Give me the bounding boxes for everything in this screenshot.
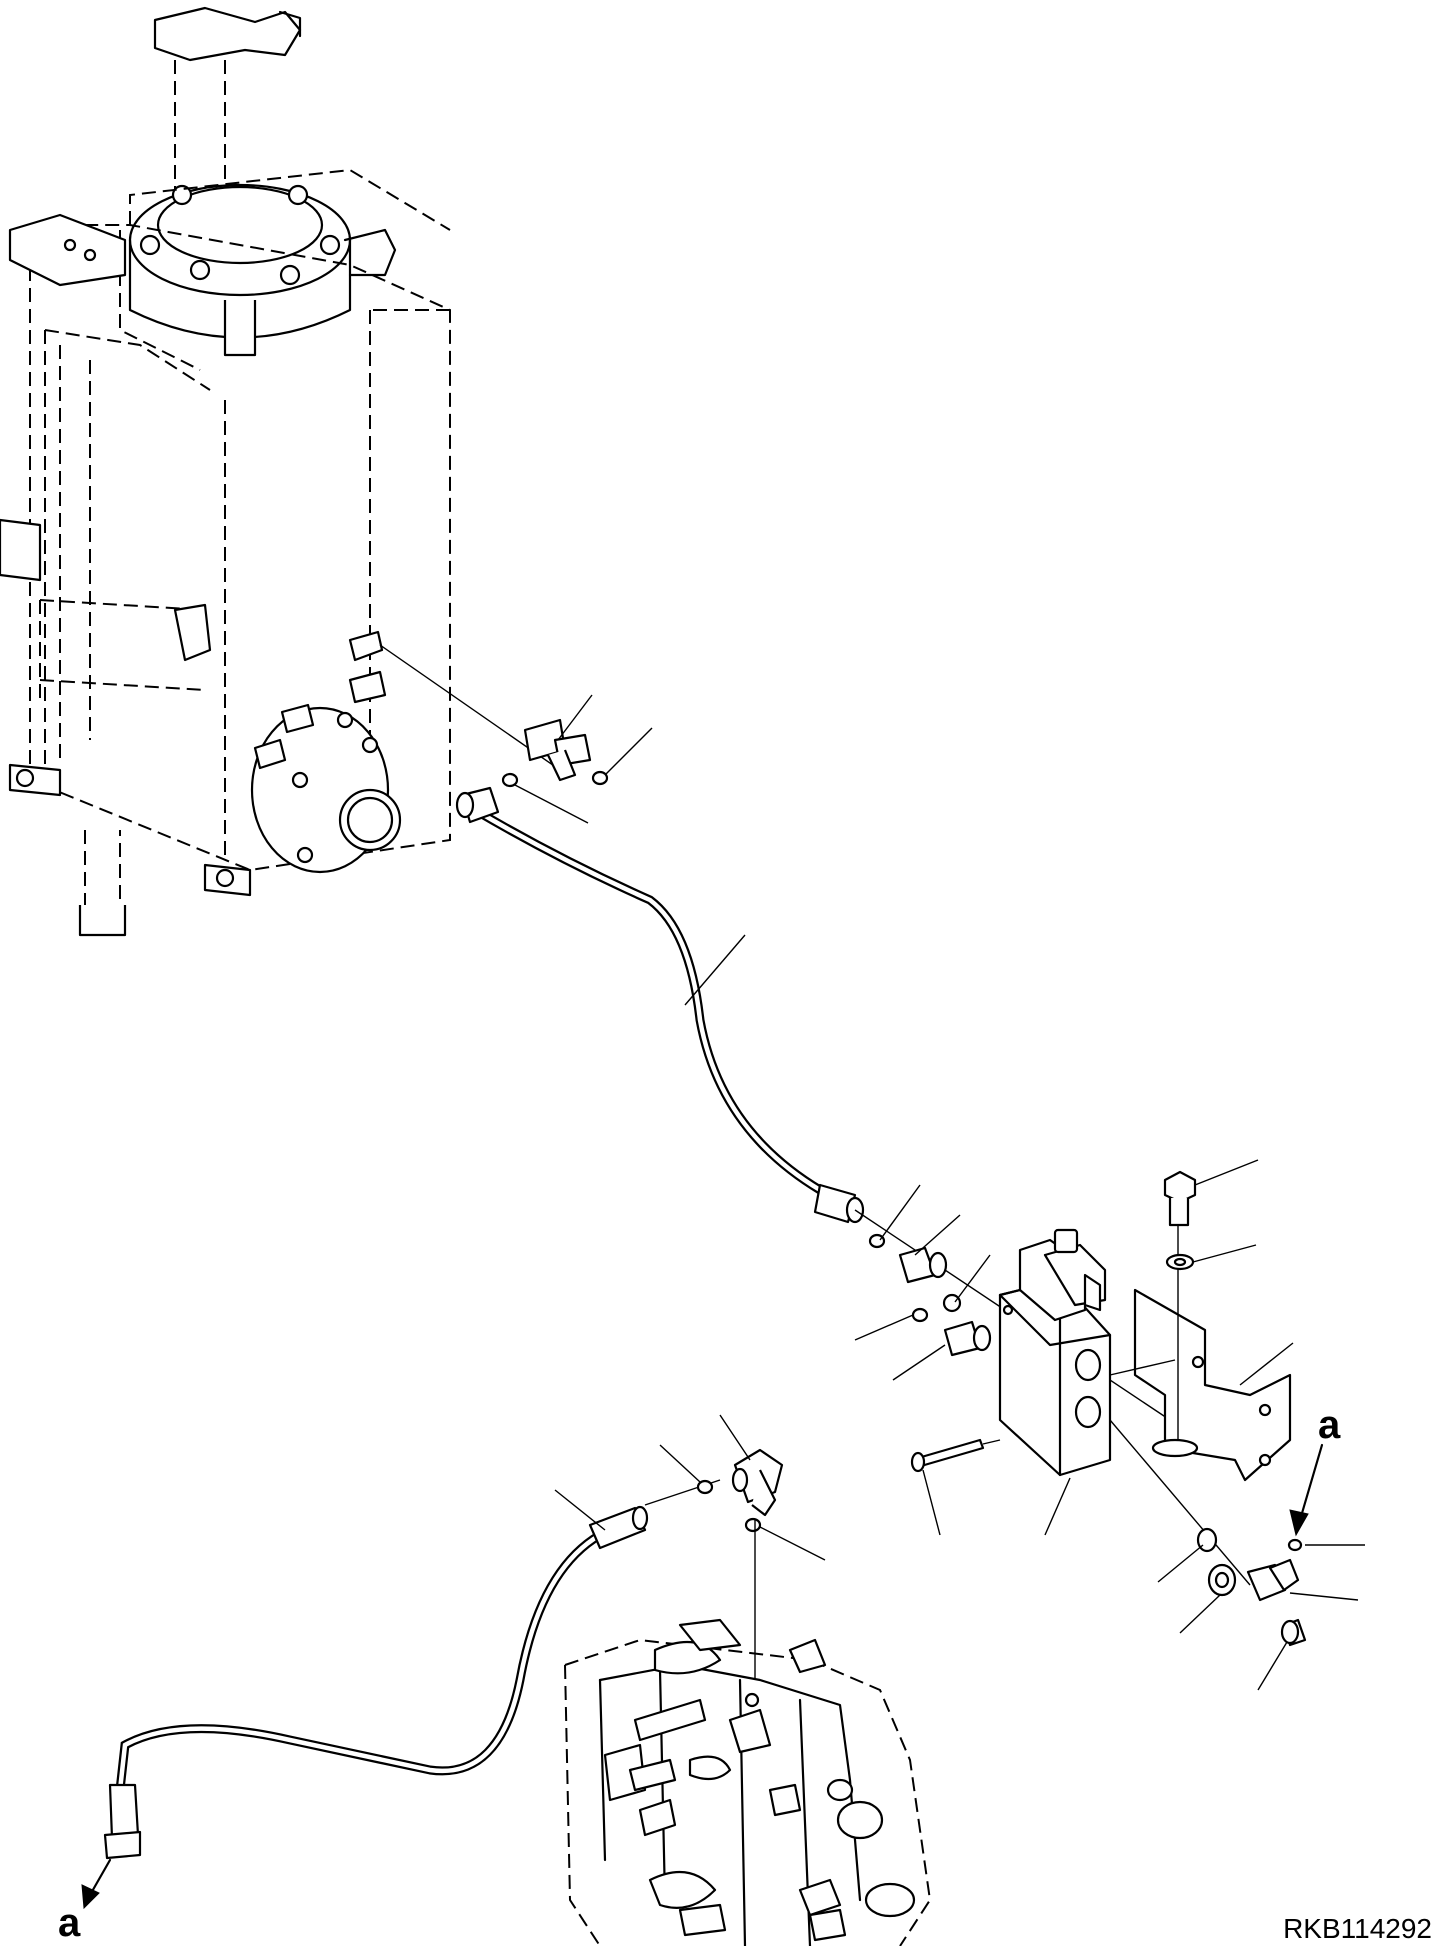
drawing-code: RKB114292 <box>1283 1913 1432 1944</box>
solenoid-valve <box>910 1228 1112 1477</box>
valve-bracket <box>1109 1170 1292 1482</box>
control-valve-assembly <box>564 1618 932 1946</box>
valve-fittings <box>854 1209 1201 1441</box>
connection-label-a-lower: a <box>58 1901 81 1945</box>
connection-label-a-upper: a <box>1318 1403 1341 1447</box>
hose-upper <box>455 786 865 1224</box>
leader-lines <box>514 694 1365 1691</box>
hydraulic-tank <box>0 6 451 937</box>
tee-fitting <box>379 644 609 788</box>
hose-lower <box>81 1505 649 1910</box>
